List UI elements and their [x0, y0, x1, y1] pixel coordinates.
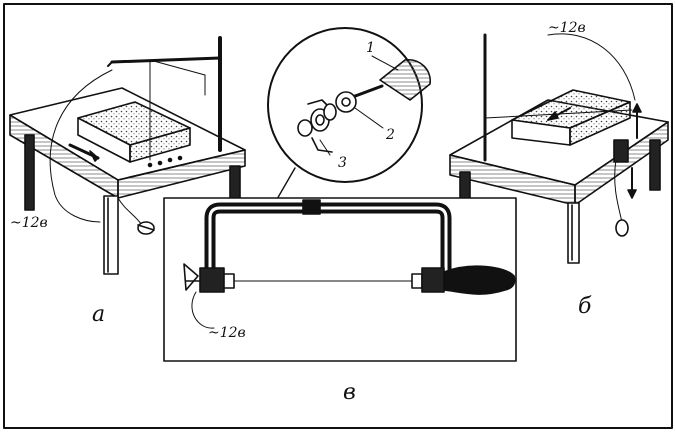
table-b	[449, 33, 669, 264]
part-label-3: 3	[338, 155, 347, 171]
figure-label-c: в	[343, 380, 356, 405]
fret-saw	[183, 199, 516, 329]
part-label-2: 2	[386, 127, 395, 143]
figure-label-a: а	[92, 302, 106, 327]
voltage-label-c: ~12в	[208, 325, 246, 341]
table-a	[9, 36, 246, 275]
outer-frame	[3, 3, 673, 429]
part-label-1: 1	[366, 40, 375, 56]
detail-circle	[235, 27, 431, 271]
voltage-label-a: ~12в	[10, 215, 48, 231]
voltage-label-b: ~12в	[548, 20, 586, 36]
figure-label-b: б	[578, 294, 592, 319]
